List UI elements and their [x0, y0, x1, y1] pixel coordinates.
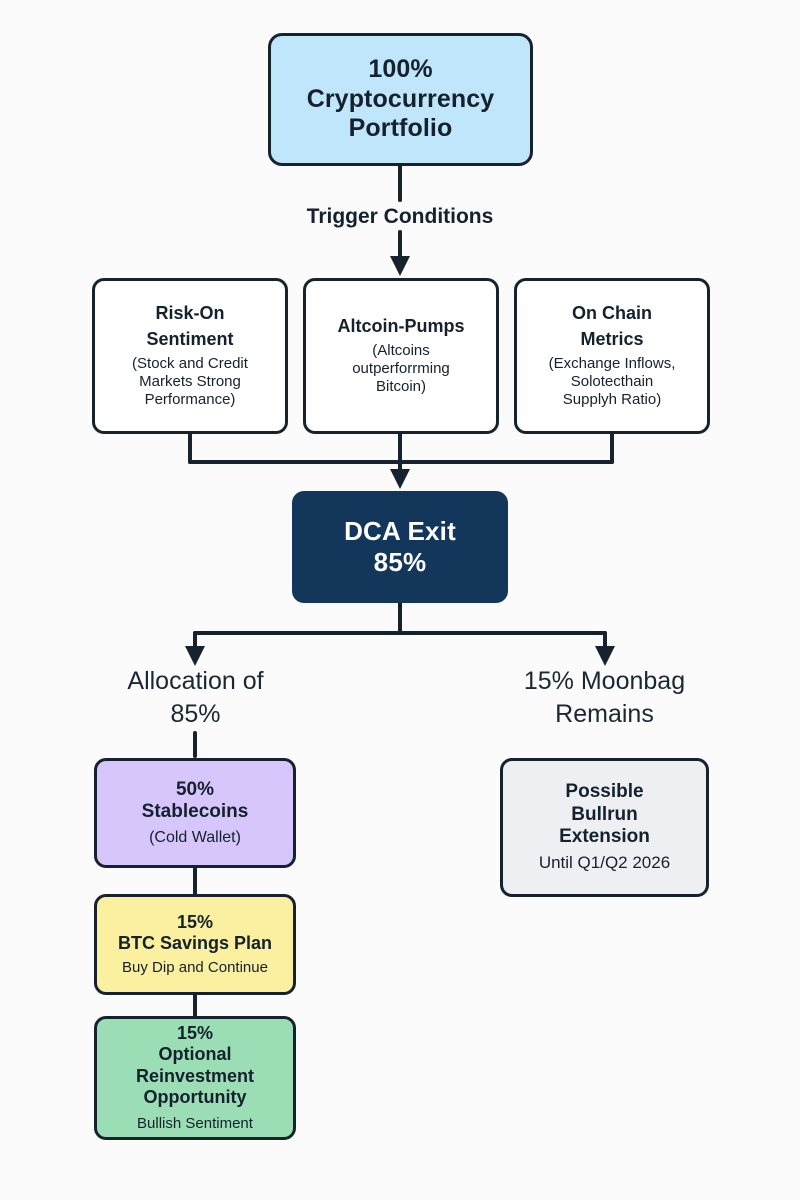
node-altcoin-pumps[interactable]: Altcoin-Pumps (Altcoins outperforrming B… — [303, 278, 499, 434]
node-risk-on-sentiment[interactable]: Risk-On Sentiment (Stock and Credit Mark… — [92, 278, 288, 434]
node-stablecoins-sub-1: (Cold Wallet) — [149, 828, 241, 846]
node-bullrun-title-1: Possible — [565, 781, 644, 803]
node-altcoin-sub-3: Bitcoin) — [375, 378, 427, 396]
node-dca-exit[interactable]: DCA Exit 85% — [292, 491, 508, 603]
node-reinvestment-title-1: 15% — [176, 1023, 214, 1044]
node-on-chain-sub-2: Solotecthain — [570, 373, 654, 391]
caption-allocation-of-85: Allocation of 85% — [78, 665, 313, 731]
node-dca-exit-line1: DCA Exit — [344, 516, 456, 547]
node-on-chain-metrics[interactable]: On Chain Metrics (Exchange Inflows, Solo… — [514, 278, 710, 434]
node-risk-on-title-1: Risk-On — [155, 302, 225, 323]
caption-allocation-line1: Allocation of — [127, 667, 264, 695]
node-bullrun-title-2: Bullrun — [571, 803, 638, 825]
node-btc-savings-plan[interactable]: 15% BTC Savings Plan Buy Dip and Continu… — [94, 894, 296, 995]
node-stablecoins[interactable]: 50% Stablecoins (Cold Wallet) — [94, 758, 296, 868]
node-dca-exit-line2: 85% — [373, 547, 427, 577]
node-risk-on-sub-1: (Stock and Credit — [132, 355, 248, 373]
node-btc-sub-1: Buy Dip and Continue — [122, 959, 268, 977]
node-btc-title-1: 15% — [176, 911, 214, 932]
node-risk-on-sub-2: Markets Strong — [139, 373, 241, 391]
node-stablecoins-title-1: 50% — [175, 779, 215, 800]
node-on-chain-sub-3: Supplyh Ratio) — [562, 391, 662, 409]
node-portfolio-line3: Portfolio — [348, 114, 453, 143]
node-risk-on-title-2: Sentiment — [146, 329, 234, 349]
node-on-chain-title-1: On Chain — [572, 302, 652, 323]
node-reinvestment-title-3: Opportunity — [143, 1086, 247, 1107]
node-reinvestment-title-2: Optional Reinvestment — [135, 1044, 255, 1086]
node-risk-on-sub-3: Performance) — [144, 391, 236, 409]
caption-moonbag-remains: 15% Moonbag Remains — [487, 665, 722, 731]
node-btc-title-2: BTC Savings Plan — [117, 933, 273, 953]
node-portfolio[interactable]: 100% Cryptocurrency Portfolio — [268, 33, 533, 166]
node-altcoin-sub-2: outperforrming — [352, 360, 450, 378]
edge-label-trigger-conditions: Trigger Conditions — [250, 205, 550, 229]
node-bullrun-title-3: Extension — [559, 826, 650, 847]
node-portfolio-line1: 100% — [368, 55, 433, 84]
node-portfolio-line2: Cryptocurrency — [306, 84, 495, 113]
caption-allocation-line2: 85% — [170, 700, 221, 728]
node-on-chain-sub-1: (Exchange Inflows, — [548, 355, 676, 373]
node-altcoin-title-1: Altcoin-Pumps — [337, 315, 465, 336]
caption-moonbag-line2: Remains — [555, 700, 654, 728]
node-altcoin-sub-1: (Altcoins — [372, 342, 430, 360]
node-optional-reinvestment[interactable]: 15% Optional Reinvestment Opportunity Bu… — [94, 1016, 296, 1140]
node-stablecoins-title-2: Stablecoins — [141, 801, 249, 823]
caption-moonbag-line1: 15% Moonbag — [523, 667, 686, 695]
node-possible-bullrun-extension[interactable]: Possible Bullrun Extension Until Q1/Q2 2… — [500, 758, 709, 897]
node-on-chain-title-2: Metrics — [580, 329, 644, 349]
node-bullrun-sub-1: Until Q1/Q2 2026 — [538, 853, 671, 873]
node-reinvestment-sub-1: Bullish Sentiment — [137, 1114, 253, 1132]
